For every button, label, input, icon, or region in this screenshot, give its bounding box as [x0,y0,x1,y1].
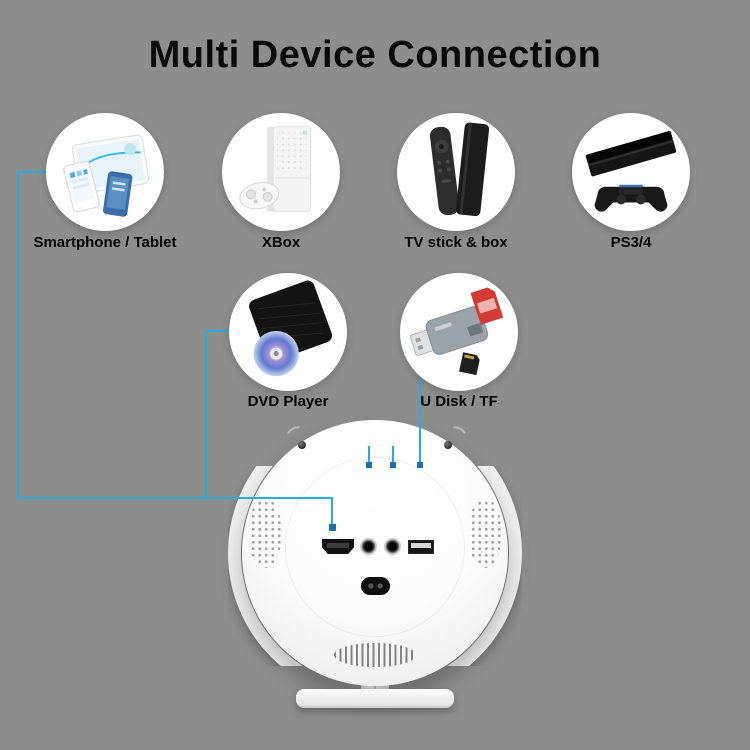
screw-icon [298,441,306,449]
cooling-vents [334,643,416,667]
ps4-controller-image [594,184,668,212]
device-circle-smartphone-tablet [46,113,164,231]
av-jack-port [384,538,401,555]
device-circle-tv-stick [397,113,515,231]
projector-body [242,420,508,686]
device-label: U Disk / TF [420,393,498,410]
micro-sd-card-image [459,352,480,376]
usb-disk-card-reader-icon [409,287,504,376]
tv-stick-box-icon [429,122,490,217]
device-circle-udisk-tf [400,273,518,391]
xbox-console-icon [239,126,311,212]
device-circle-xbox [222,113,340,231]
projector-stand-base [296,689,454,708]
device-circle-dvd-player [229,273,347,391]
smartphone-tablet-icon [63,134,150,217]
device-label: PS3/4 [610,234,652,251]
device-label: TV stick & box [404,234,508,251]
remote-image [429,126,460,216]
usb-port-tongue [411,543,431,548]
sd-card-image [470,287,504,325]
av-jack-port [360,538,377,555]
page-title: Multi Device Connection [148,34,602,76]
power-inlet [361,577,390,595]
ps4-console-image [585,131,677,177]
hdmi-port [322,539,354,554]
dvd-disc-image [253,331,299,377]
dvd-player-icon [249,280,333,377]
device-circle-ps4 [572,113,690,231]
speaker-grille-left [248,498,282,568]
speaker-grille-right [468,498,502,568]
port-panel-ring [285,457,465,637]
usb-port [408,540,434,554]
screw-icon [444,441,452,449]
tv-box-image [455,122,490,217]
ps4-console-icon [585,131,677,212]
card-reader-image [409,306,489,357]
